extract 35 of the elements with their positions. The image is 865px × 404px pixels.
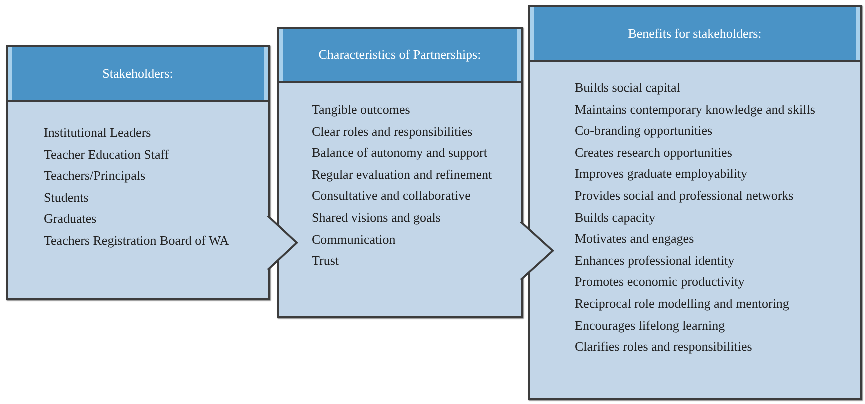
column-heading: Characteristics of Partnerships:	[318, 47, 482, 63]
list-item: Promotes economic productivity	[575, 273, 745, 292]
list-item: Communication	[312, 230, 396, 249]
list-item: Encourages lifelong learning	[575, 316, 726, 335]
column-box	[6, 45, 270, 300]
list-item: Regular evaluation and refinement	[312, 166, 492, 184]
list-item: Teachers Registration Board of WA	[44, 232, 230, 250]
list-item: Builds capacity	[575, 208, 656, 227]
list-item: Tangible outcomes	[312, 101, 410, 119]
column-box	[277, 27, 523, 318]
list-item: Trust	[312, 252, 339, 270]
list-item: Enhances professional identity	[575, 252, 735, 270]
list-item: Builds social capital	[575, 79, 680, 97]
list-item: Motivates and engages	[575, 230, 694, 248]
list-item: Provides social and professional networks	[575, 186, 794, 205]
list-item: Teachers/Principals	[44, 167, 146, 186]
list-item: Teacher Education Staff	[44, 146, 170, 164]
list-item: Maintains contemporary knowledge and skills	[575, 100, 816, 119]
list-item: Graduates	[44, 210, 97, 228]
list-item: Balance of autonomy and support	[312, 144, 488, 162]
list-item: Clarifies roles and responsibilities	[575, 338, 752, 356]
list-item: Consultative and collaborative	[312, 187, 471, 206]
column-heading: Benefits for stakeholders:	[628, 26, 762, 42]
list-item: Clear roles and responsibilities	[312, 122, 473, 141]
list-item: Improves graduate employability	[575, 165, 748, 184]
list-item: Students	[44, 188, 89, 207]
list-item: Creates research opportunities	[575, 144, 732, 162]
list-item: Shared visions and goals	[312, 208, 441, 227]
list-item: Co-branding opportunities	[575, 122, 713, 140]
list-item: Reciprocal role modelling and mentoring	[575, 294, 790, 313]
column-box	[528, 5, 862, 400]
chevron-arrow	[267, 215, 298, 271]
list-item: Institutional Leaders	[44, 124, 152, 142]
column-heading: Stakeholders:	[102, 66, 174, 82]
chevron-arrow	[520, 221, 554, 281]
